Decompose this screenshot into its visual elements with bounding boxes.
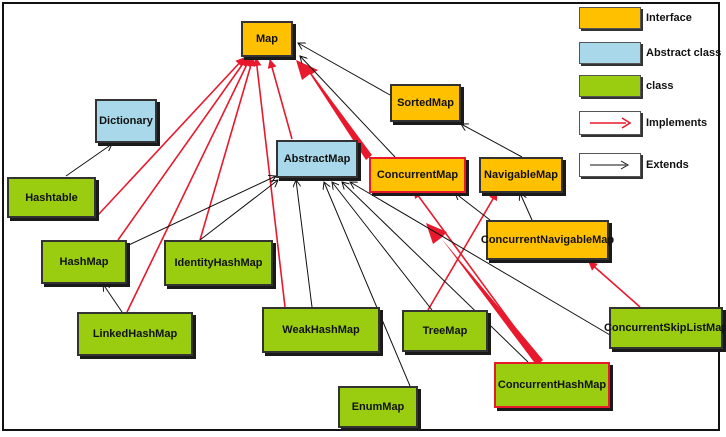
edge-concurrentmap-extends-map-highlight <box>296 60 372 160</box>
edge-identityhashmap-implements-map <box>199 57 256 241</box>
legend-implements-swatch <box>579 111 641 135</box>
node-treemap-label: TreeMap <box>422 325 468 337</box>
node-concurrentnavigablemap: ConcurrentNavigableMap <box>481 220 614 260</box>
edge-navigablemap-extends-sortedmap <box>461 124 523 158</box>
node-concurrentskiplistmap-label: ConcurrentSkipListMap <box>603 322 726 334</box>
legend-extends-label: Extends <box>646 159 689 171</box>
node-identityhashmap: IdentityHashMap <box>164 240 273 286</box>
legend-class-label: class <box>646 80 674 92</box>
extends-arrow-icon <box>590 160 630 170</box>
node-linkedhashmap-label: LinkedHashMap <box>92 328 178 340</box>
edge-hashmap-implements-map <box>117 57 248 241</box>
node-enummap-label: EnumMap <box>351 401 405 413</box>
node-dictionary-label: Dictionary <box>99 115 153 127</box>
node-concurrentnavigablemap-label: ConcurrentNavigableMap <box>480 234 615 246</box>
node-abstractmap-label: AbstractMap <box>283 153 351 165</box>
node-map: Map <box>241 21 293 57</box>
edge-concurrentnavigablemap-extends-navigablemap <box>520 193 533 221</box>
legend-implements-label: Implements <box>646 117 708 129</box>
legend-abstract-class-label: Abstract class <box>646 47 722 59</box>
node-identityhashmap-label: IdentityHashMap <box>174 257 263 269</box>
node-concurrentskiplistmap: ConcurrentSkipListMap <box>604 307 726 349</box>
node-map-label: Map <box>256 33 278 45</box>
edge-concurrentmap-extends-map <box>300 56 396 158</box>
legend-class-swatch <box>579 75 641 97</box>
node-linkedhashmap: LinkedHashMap <box>77 312 193 356</box>
node-concurrenthashmap-label: ConcurrentHashMap <box>497 379 607 391</box>
edge-concurrentnavigablemap-extends-concurrentmap <box>455 193 491 221</box>
edge-treemap-implements-navigablemap <box>427 191 498 311</box>
node-hashtable-label: Hashtable <box>25 191 78 204</box>
node-enummap: EnumMap <box>338 386 418 428</box>
node-sortedmap-label: SortedMap <box>397 97 454 109</box>
node-concurrentmap-label: ConcurrentMap <box>376 169 459 181</box>
edge-abstractmap-implements-map <box>267 59 293 140</box>
node-hashmap-label: HashMap <box>59 256 109 268</box>
node-weakhashmap: WeakHashMap <box>262 307 380 353</box>
node-hashmap: HashMap <box>41 240 127 284</box>
legend-interface-swatch <box>579 7 641 29</box>
node-abstractmap: AbstractMap <box>276 140 358 178</box>
node-weakhashmap-label: WeakHashMap <box>282 324 360 336</box>
legend-abstract-class-swatch <box>579 42 641 64</box>
node-navigablemap: NavigableMap <box>479 157 563 193</box>
edge-linkedhashmap-implements-map <box>126 57 251 313</box>
edge-treemap-extends-abstractmap <box>332 182 433 311</box>
implements-arrow-icon <box>590 117 632 129</box>
node-navigablemap-label: NavigableMap <box>484 169 558 181</box>
legend-extends-swatch <box>579 153 641 177</box>
node-hashtable: Hashtable <box>7 177 96 218</box>
edge-hashtable-implements-map <box>97 57 245 216</box>
legend-interface-label: Interface <box>646 12 692 24</box>
edge-concurrenthashmap-extends-abstractmap <box>342 182 529 363</box>
edge-identityhashmap-extends-abstractmap <box>199 180 278 241</box>
edge-weakhashmap-extends-abstractmap <box>296 180 313 308</box>
node-concurrenthashmap: ConcurrentHashMap <box>494 362 610 408</box>
diagram-frame <box>2 2 720 431</box>
edge-sortedmap-extends-map <box>298 43 391 96</box>
node-sortedmap: SortedMap <box>390 84 461 122</box>
edge-concurrentskiplistmap-extends-abstractmap <box>350 182 611 336</box>
edge-linkedhashmap-extends-hashmap <box>103 284 123 313</box>
edge-enummap-extends-abstractmap <box>324 182 411 387</box>
node-concurrentmap: ConcurrentMap <box>369 157 466 193</box>
edge-concurrentskiplistmap-implements-concurrentnavigablemap <box>588 261 641 308</box>
node-dictionary: Dictionary <box>95 99 157 143</box>
edge-hashmap-extends-abstractmap <box>117 176 276 251</box>
node-treemap: TreeMap <box>402 310 488 352</box>
edge-concurrenthashmap-implements-concurrentmap-highlight <box>426 223 543 366</box>
edge-hashtable-extends-dictionary <box>65 144 112 177</box>
